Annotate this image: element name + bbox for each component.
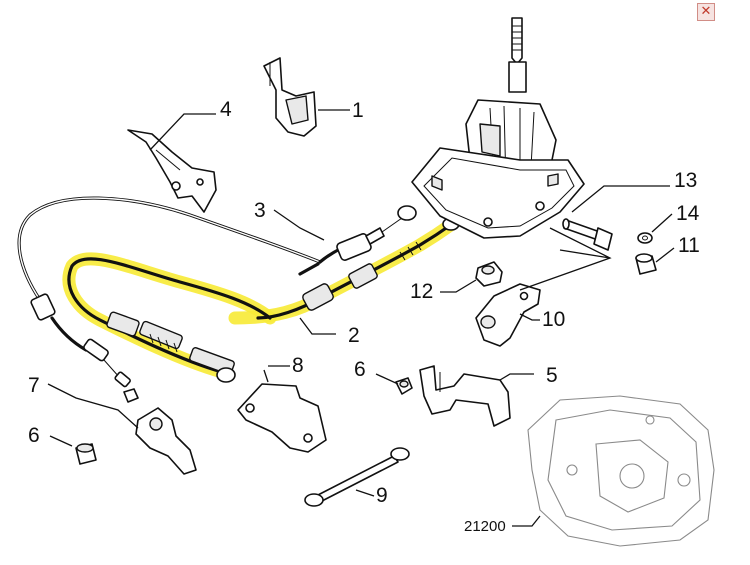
gearbox-21200[interactable] bbox=[527, 395, 715, 547]
callout-1: 1 bbox=[352, 99, 364, 122]
callout-7: 7 bbox=[28, 374, 40, 397]
part-9-rod[interactable] bbox=[304, 447, 410, 507]
part-2-highlight bbox=[62, 217, 459, 379]
part-3-cable[interactable] bbox=[17, 196, 417, 403]
callout-8: 8 bbox=[292, 354, 304, 377]
callout-6b: 6 bbox=[28, 424, 40, 447]
part-14-washer[interactable] bbox=[637, 232, 653, 244]
part-6-nut-lower[interactable] bbox=[75, 443, 97, 465]
part-12-clip[interactable] bbox=[475, 261, 503, 287]
part-4-bracket[interactable] bbox=[127, 129, 217, 213]
callout-13: 13 bbox=[674, 169, 697, 192]
callout-3: 3 bbox=[254, 199, 266, 222]
callout-5: 5 bbox=[546, 364, 558, 387]
part-8-plate[interactable] bbox=[237, 383, 327, 453]
part-11-bush[interactable] bbox=[635, 253, 657, 275]
callout-9: 9 bbox=[376, 484, 388, 507]
part-6-nut-upper[interactable] bbox=[395, 377, 413, 395]
close-icon[interactable]: ✕ bbox=[697, 3, 715, 21]
callout-4: 4 bbox=[220, 98, 232, 121]
part-2-cable[interactable] bbox=[67, 217, 460, 383]
leader-lines bbox=[47, 109, 675, 527]
callout-6a: 6 bbox=[354, 358, 366, 381]
callout-10: 10 bbox=[542, 308, 565, 331]
callout-12: 12 bbox=[410, 280, 433, 303]
part-13-pin[interactable] bbox=[562, 218, 613, 251]
part-7-arm[interactable] bbox=[135, 407, 197, 475]
callout-14: 14 bbox=[676, 202, 700, 225]
callout-21200: 21200 bbox=[464, 518, 506, 535]
callout-2: 2 bbox=[348, 324, 360, 347]
part-5-bracket[interactable] bbox=[419, 365, 511, 427]
gear-shifter-assembly[interactable] bbox=[411, 17, 585, 239]
callout-11: 11 bbox=[678, 234, 700, 257]
part-1-holder[interactable] bbox=[263, 57, 317, 137]
part-10-lever[interactable] bbox=[475, 283, 541, 347]
callout-labels: 1 2 3 4 5 6 6 7 8 9 10 11 12 13 14 21200 bbox=[28, 98, 700, 535]
